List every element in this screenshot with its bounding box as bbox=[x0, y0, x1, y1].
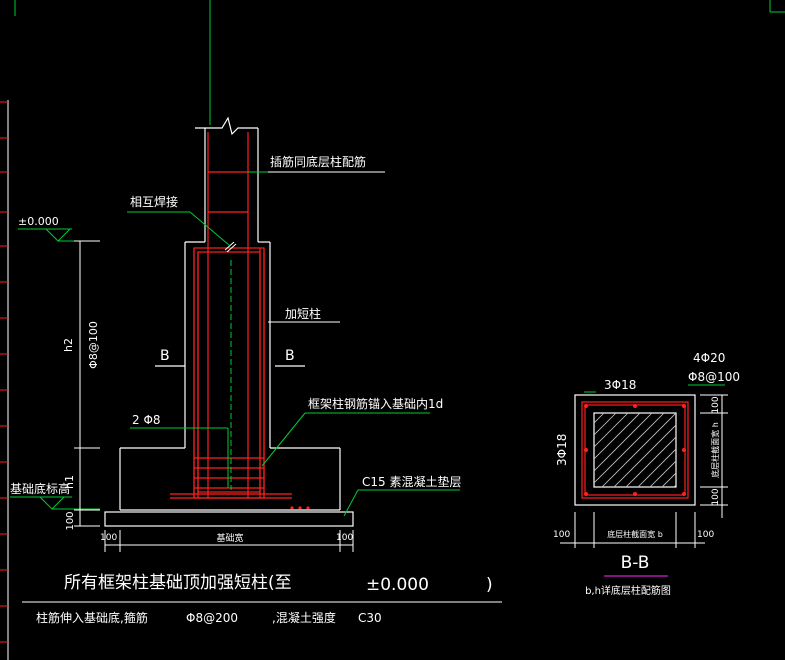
note-main-elev: ±0.000 bbox=[366, 575, 429, 595]
elevation-top-label: ±0.000 bbox=[18, 215, 59, 228]
section-side-count: 3Φ18 bbox=[555, 434, 569, 466]
dim-100-left: 100 bbox=[65, 511, 76, 530]
leader-line-white bbox=[268, 171, 385, 323]
base-elevation-label: 基础底标高 bbox=[10, 481, 70, 496]
section-stirrups: Φ8@100 bbox=[688, 370, 740, 384]
dim-h1: h1 bbox=[63, 475, 76, 489]
section-top-count: 3Φ18 bbox=[604, 378, 636, 392]
dim-bottom-right: 100 bbox=[336, 533, 353, 543]
section-mark-left: B bbox=[160, 348, 170, 364]
note-line2-a: 柱筋伸入基础底,箍筋 bbox=[36, 610, 148, 625]
section-rebar-dots bbox=[584, 404, 686, 496]
note-main: 所有框架柱基础顶加强短柱(至 bbox=[64, 573, 292, 593]
rebar-column bbox=[170, 132, 292, 499]
vertical-dimension bbox=[74, 240, 100, 527]
left-frame-ticks bbox=[0, 101, 8, 643]
section-dim-bottom-right: 100 bbox=[697, 530, 714, 540]
stirrup-left-note: 2 Φ8 bbox=[132, 413, 161, 427]
leader-lines bbox=[127, 171, 725, 517]
dim-stirrup: Φ8@100 bbox=[87, 321, 100, 369]
note-line2-c: ,混凝土强度 bbox=[272, 610, 336, 625]
section-title: B-B bbox=[621, 553, 650, 573]
section-dim-right-bot: 100 bbox=[711, 488, 721, 505]
bottom-dimension bbox=[104, 530, 354, 552]
note-line2-b: Φ8@200 bbox=[186, 611, 238, 625]
section-top-bars: 4Φ20 bbox=[693, 351, 725, 365]
section-outline[interactable] bbox=[574, 394, 696, 506]
section-caption: b,h详底层柱配筋图 bbox=[585, 584, 671, 597]
section-dim-bottom-left: 100 bbox=[553, 530, 570, 540]
note-line2-d: C30 bbox=[358, 611, 382, 625]
axis-lines bbox=[14, 0, 785, 125]
rebar-dots bbox=[290, 506, 310, 510]
section-dim-bottom-mid: 底层柱截面宽 b bbox=[607, 529, 663, 539]
section-dim-right-mid: 底层柱截面宽 h bbox=[710, 422, 720, 478]
section-mark-right: B bbox=[285, 348, 295, 364]
foundation-outline[interactable] bbox=[104, 116, 354, 527]
section-bottom-dimension bbox=[560, 512, 705, 548]
section-core bbox=[593, 412, 677, 488]
cushion-note: C15 素混凝土垫层 bbox=[362, 474, 461, 489]
note-main-paren: ) bbox=[486, 575, 493, 595]
anchor-note: 框架柱钢筋锚入基础内1d bbox=[308, 396, 443, 411]
base-elevation-symbol bbox=[10, 496, 100, 510]
section-dim-right-top: 100 bbox=[711, 396, 721, 413]
dim-bottom-mid: 基础宽 bbox=[216, 532, 243, 544]
weld-note: 相互焊接 bbox=[130, 194, 178, 209]
section-right-dimension bbox=[700, 394, 728, 518]
dim-bottom-left: 100 bbox=[100, 533, 117, 543]
elevation-top-symbol bbox=[18, 228, 100, 242]
dowel-note: 插筋同底层柱配筋 bbox=[270, 154, 366, 169]
weld-mark bbox=[224, 241, 237, 253]
short-column-note: 加短柱 bbox=[285, 306, 321, 321]
dim-h2: h2 bbox=[62, 338, 75, 352]
